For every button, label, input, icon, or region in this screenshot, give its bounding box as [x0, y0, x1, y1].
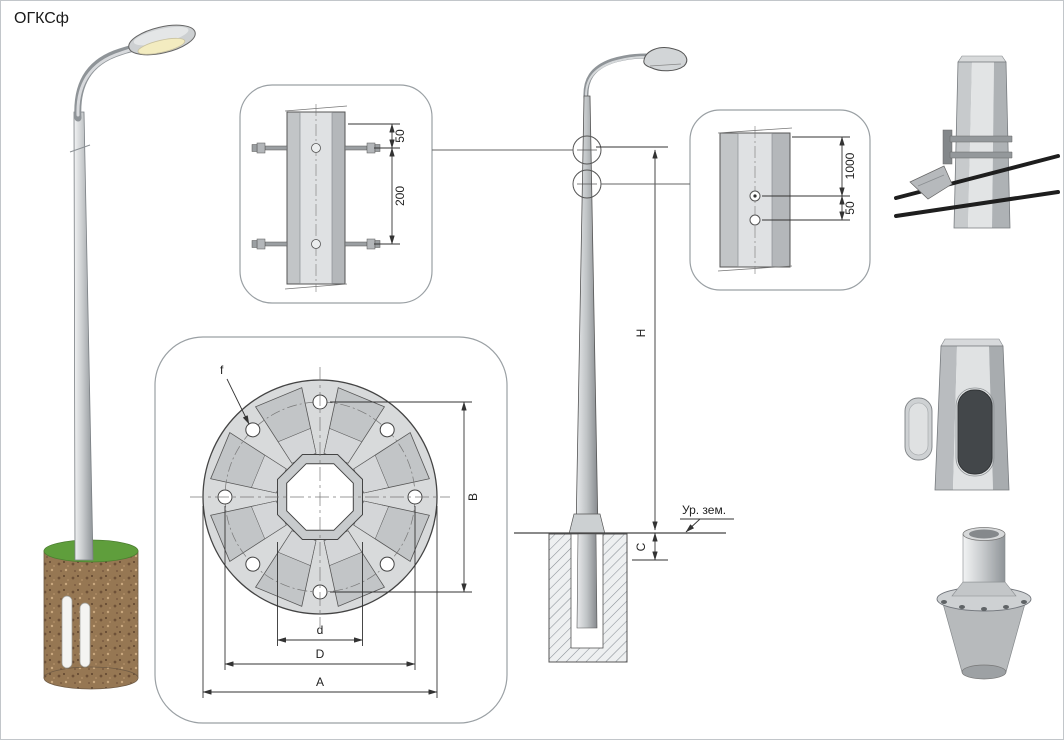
- luminaire-lens-line: [649, 63, 682, 67]
- callout-circle-clamp: [572, 135, 602, 165]
- cable: [894, 190, 1060, 218]
- shoe-upper-cone: [951, 581, 1017, 597]
- door-opening-rim: [955, 387, 995, 477]
- dim-b-label: B: [466, 493, 480, 501]
- shoe-top-opening: [969, 529, 999, 539]
- ground-level-label: Ур. зем.: [682, 503, 726, 517]
- dim-h-label: H: [634, 329, 648, 338]
- dim-50-label: 50: [393, 129, 407, 143]
- shoe-cylinder: [962, 533, 1006, 583]
- door-3d-render: [904, 338, 1010, 491]
- dim-h-lines: [596, 146, 668, 531]
- shoe-bottom-rim: [961, 664, 1007, 680]
- anchor-slot: [79, 602, 91, 668]
- embedded-pole: [576, 533, 598, 629]
- door-pole-outline: [934, 345, 1010, 491]
- clamp-dim-lines: [348, 123, 400, 245]
- dim-c-lines: [632, 532, 668, 561]
- dim-d-small-label: d: [317, 623, 324, 637]
- elevation-luminaire: [643, 47, 688, 72]
- holes-dim-lines: [762, 136, 850, 221]
- elevation-arm-highlight: [585, 56, 647, 97]
- dim-b-lines: [330, 401, 472, 593]
- pole-3d-left: [43, 24, 196, 690]
- elevation-view: Ур. зем. H C: [514, 47, 734, 663]
- bolt-center: [311, 239, 321, 249]
- upper-hole-center: [753, 194, 757, 198]
- pole-seam: [69, 144, 91, 153]
- base-shoe-3d-render: [936, 527, 1032, 680]
- dim-a-lines: [202, 506, 438, 698]
- bolt-center: [311, 143, 321, 153]
- dim-1000-label: 1000: [843, 152, 857, 179]
- band-bolt: [942, 129, 953, 165]
- foundation-cylinder: [43, 539, 139, 690]
- flange-detail-box: f B d D A: [154, 336, 508, 724]
- base-collar: [568, 513, 606, 535]
- dim-50b-label: 50: [843, 201, 857, 215]
- door-opening: [957, 389, 993, 475]
- band-clamp: [949, 151, 1013, 159]
- shoe-flange-holes: [941, 600, 1027, 611]
- ground-leader: [685, 518, 701, 533]
- detail-holes-box: 1000 50: [601, 109, 871, 291]
- dim-c-label: C: [634, 542, 648, 551]
- page-title: ОГКСф: [14, 10, 69, 27]
- clamp-column: [284, 104, 348, 292]
- lower-hole: [749, 214, 761, 226]
- cable-clamp-wedge: [909, 165, 953, 200]
- anchor-slot: [61, 595, 73, 669]
- dim-d-large-lines: [224, 506, 416, 670]
- lamp-lens: [137, 37, 186, 55]
- dim-d-large-label: D: [316, 647, 325, 661]
- bracket-3d-render: [894, 55, 1060, 229]
- band-clamp: [949, 135, 1013, 143]
- bracket-pole-outline: [953, 61, 1011, 229]
- dim-d-small-lines: [277, 542, 363, 646]
- holes-column: [717, 126, 793, 274]
- hole-f-label: f: [220, 363, 224, 377]
- f-leader: [226, 378, 250, 425]
- dim-200-label: 200: [393, 186, 407, 206]
- lamp-head: [128, 24, 196, 56]
- detail-clamp-box: 50 200: [239, 84, 573, 304]
- dim-a-label: A: [316, 675, 324, 689]
